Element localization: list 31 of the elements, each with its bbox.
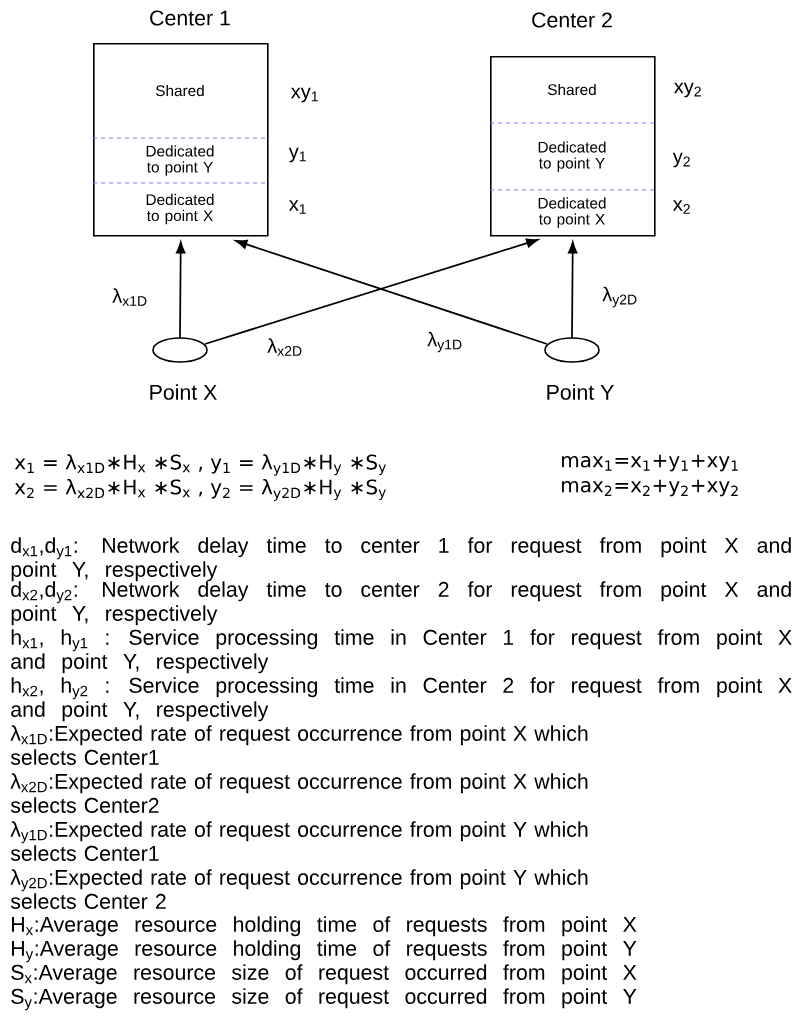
band-label: Shared (547, 83, 596, 96)
definition-text: H$_{y}$:Average resource holding time of requests from point Y (12, 940, 637, 963)
edge-label: λ$_{x1D}$ (110, 286, 150, 308)
side-label: x$_{2}$ (673, 200, 690, 214)
definition-text: H$_{x}$:Average resource holding time of requests from point X (12, 916, 637, 937)
formula-text: max$_{1}$=x$_{1}$+y$_{1}$+xy$_{1}$ (562, 454, 738, 472)
band-label: Shared (155, 84, 204, 97)
definition-text: S$_{y}$:Average resource size of request occurred from point Y (11, 988, 637, 1011)
edge-label: λ$_{x2D}$ (265, 336, 305, 358)
edge-label: λ$_{y1D}$ (425, 330, 465, 354)
arrow (567, 241, 578, 339)
arrow (175, 241, 186, 339)
band-label: Dedicated to point Y (146, 145, 214, 176)
band-label: Dedicated to point X (146, 193, 214, 225)
point-label: Point X (150, 384, 217, 400)
side-label: y$_{1}$ (288, 147, 306, 163)
side-label: xy$_{2}$ (674, 82, 701, 98)
formula-text: x$_{2}$ = λ$_{x2D}$∗H$_{x}$ ∗S$_{x}$ , y$_{2}$ = λ$_{y2D}$∗H$_{y}$ ∗S$_{y}$ (14, 479, 386, 501)
side-label: x$_{1}$ (289, 200, 306, 214)
point-label: Point Y (547, 384, 614, 400)
definition-text: λ$_{y2D}$:Expected rate of request occurrence from point Y which selects Center 2 (10, 869, 588, 909)
formula-text: x$_{1}$ = λ$_{x1D}$∗H$_{x}$ ∗S$_{x}$ , y$_{1}$ = λ$_{y1D}$∗H$_{y}$ ∗S$_{y}$ (14, 454, 386, 476)
center-title: Center 1 (150, 10, 230, 26)
side-label: y$_{2}$ (672, 152, 690, 168)
formula-text: max$_{2}$=x$_{2}$+y$_{2}$+xy$_{2}$ (562, 479, 738, 497)
center-title: Center 2 (532, 12, 612, 28)
edge-label: λ$_{y2D}$ (600, 285, 640, 309)
definition-text: S$_{x}$:Average resource size of request occurred from point X (11, 964, 637, 985)
side-label: xy$_{1}$ (291, 87, 318, 103)
band-label: Dedicated to point Y (538, 141, 606, 172)
band-label: Dedicated to point X (538, 197, 606, 228)
